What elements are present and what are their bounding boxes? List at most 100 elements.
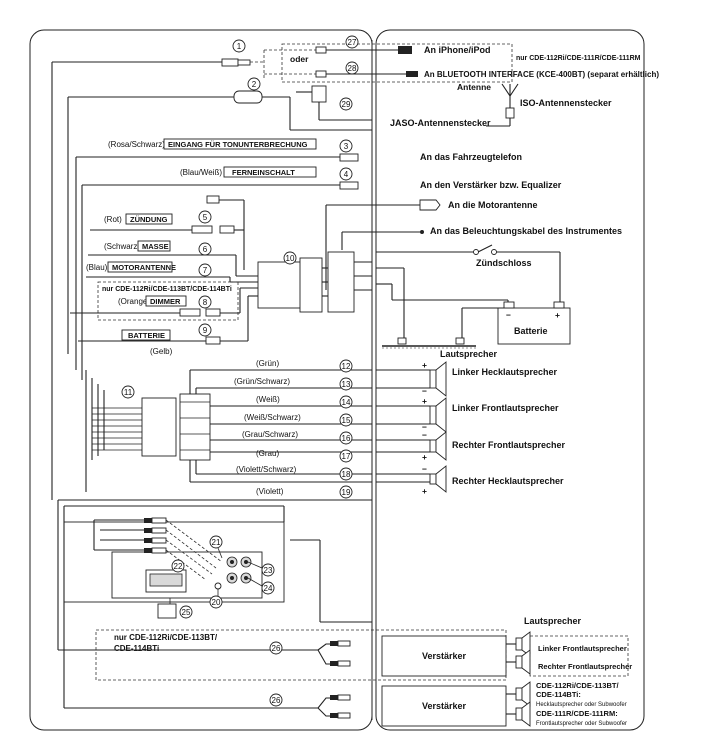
grau-label: (Grau) <box>256 449 279 458</box>
number-marker-circle <box>179 605 193 619</box>
number-marker: 15 <box>342 416 351 425</box>
number-marker-circle <box>198 295 212 309</box>
oder-label: oder <box>290 54 309 64</box>
number-marker: 25 <box>182 608 191 617</box>
svg-text:+: + <box>422 396 427 406</box>
amp-section: Lautsprecher Verstärker Linker Frontlaut… <box>381 616 632 727</box>
number-marker: 21 <box>212 538 221 547</box>
number-marker: 11 <box>124 388 133 397</box>
motorantenne-label: MOTORANTENNE <box>112 263 176 272</box>
number-marker: 4 <box>344 170 349 179</box>
number-marker-circle <box>339 449 353 463</box>
amp-links-front-label: Linker Frontlautsprecher <box>538 644 627 653</box>
number-marker-circle <box>345 61 359 75</box>
iso-label: ISO-Antennenstecker <box>520 98 612 108</box>
number-marker-circle <box>339 395 353 409</box>
number-marker: 13 <box>342 380 351 389</box>
gruen-schwarz-label: (Grün/Schwarz) <box>234 377 290 386</box>
right-panel <box>375 29 645 731</box>
number-marker: 19 <box>342 488 351 497</box>
number-marker: 20 <box>212 598 221 607</box>
svg-text:−: − <box>422 386 427 396</box>
amp-models-d: CDE-111R/CDE-111RM: <box>536 709 618 718</box>
svg-text:−: − <box>422 464 427 474</box>
speaker-icon: − + <box>422 430 447 462</box>
verstaerker-eq-label: An den Verstärker bzw. Equalizer <box>420 180 562 190</box>
batterie-box-label: Batterie <box>514 326 548 336</box>
amp-lautsprecher-header: Lautsprecher <box>524 616 582 626</box>
number-marker: 7 <box>203 266 208 275</box>
nur-models-label: nur CDE-112Ri/CDE-113BT/CDE-114BTi <box>102 286 232 293</box>
number-marker: 23 <box>264 566 273 575</box>
iphone-label: An iPhone/iPod <box>424 45 491 55</box>
fernein-label: FERNEINSCHALT <box>232 168 295 177</box>
number-marker-circle <box>232 39 246 53</box>
main-connector-10 <box>257 251 372 313</box>
amp-models-b: CDE-114BTi: <box>536 690 581 699</box>
amp-models-c: Hecklautsprecher oder Subwoofer <box>536 702 627 708</box>
rear-unit <box>57 500 372 708</box>
orange-color-label: (Orange) <box>118 297 150 306</box>
number-marker: 16 <box>342 434 351 443</box>
number-marker-circle <box>283 251 297 265</box>
battery-circuit: Zündschloss − + Batterie <box>376 244 571 349</box>
svg-text:+: + <box>422 452 427 462</box>
weiss-label: (Weiß) <box>256 395 280 404</box>
masse-label: MASSE <box>142 242 169 251</box>
verstaerker1-label: Verstärker <box>422 651 467 661</box>
number-marker-circle <box>339 413 353 427</box>
number-marker-circle <box>339 467 353 481</box>
bluetooth-label: An BLUETOOTH INTERFACE (KCE-400BT) (sepa… <box>424 70 659 79</box>
rechts-heck-label: Rechter Hecklautsprecher <box>452 476 564 486</box>
number-marker: 24 <box>264 584 273 593</box>
weiss-schwarz-label: (Weiß/Schwarz) <box>244 413 301 422</box>
number-marker-circle <box>339 377 353 391</box>
speaker-icon: + − <box>422 396 447 433</box>
dimmer-label: DIMMER <box>150 297 181 306</box>
telefon-label: An das Fahrzeugtelefon <box>420 152 522 162</box>
speaker-icon: − + <box>422 464 447 496</box>
gruen-label: (Grün) <box>256 359 279 368</box>
amp-models-e: Frontlautsprecher oder Subwoofer <box>536 721 627 727</box>
number-marker-circle <box>171 559 185 573</box>
number-marker: 17 <box>342 452 351 461</box>
input-wires: (Rosa/Schwarz) EINGANG FÜR TONUNTERBRECH… <box>70 138 622 380</box>
number-marker: 27 <box>348 38 357 47</box>
schwarz-color-label: (Schwarz) <box>104 242 140 251</box>
blau-weiss-color-label: (Blau/Weiß) <box>180 168 222 177</box>
number-marker: 18 <box>342 470 351 479</box>
rot-color-label: (Rot) <box>104 215 122 224</box>
number-marker-circle <box>261 563 275 577</box>
left-panel <box>29 29 373 731</box>
violett-schwarz-label: (Violett/Schwarz) <box>236 465 297 474</box>
top-connectors: oder An iPhone/iPod nur CDE-112Ri/CDE-11… <box>51 43 659 500</box>
svg-text:−: − <box>422 422 427 432</box>
number-marker-circle <box>121 385 135 399</box>
number-marker-circle <box>269 641 283 655</box>
svg-text:+: + <box>422 486 427 496</box>
number-marker: 28 <box>348 64 357 73</box>
grau-schwarz-label: (Grau/Schwarz) <box>242 430 298 439</box>
jaso-label: JASO-Antennenstecker <box>390 118 491 128</box>
zuendung-label: ZÜNDUNG <box>130 215 168 224</box>
number-marker-circle <box>339 139 353 153</box>
number-marker: 1 <box>237 42 242 51</box>
number-marker-circle <box>339 359 353 373</box>
number-marker: 5 <box>203 213 208 222</box>
speaker-section: Lautsprecher (Grün) (Grün/ <box>58 349 566 501</box>
number-marker: 12 <box>342 362 351 371</box>
blau-color-label: (Blau) <box>86 263 108 272</box>
number-marker-circle <box>339 485 353 499</box>
rosa-function-label: EINGANG FÜR TONUNTERBRECHUNG <box>168 140 308 149</box>
number-marker-circle <box>198 210 212 224</box>
zuendschloss-label: Zündschloss <box>476 258 532 268</box>
beleuchtung-label: An das Beleuchtungskabel des Instrumente… <box>430 226 622 236</box>
number-marker-circle <box>198 242 212 256</box>
nur-models-amp-l2: CDE-114BTi <box>114 644 159 653</box>
number-marker: 9 <box>203 326 208 335</box>
lautsprecher-header: Lautsprecher <box>440 349 498 359</box>
number-marker-circle <box>339 97 353 111</box>
verstaerker2-label: Verstärker <box>422 701 467 711</box>
number-marker-circle <box>339 431 353 445</box>
